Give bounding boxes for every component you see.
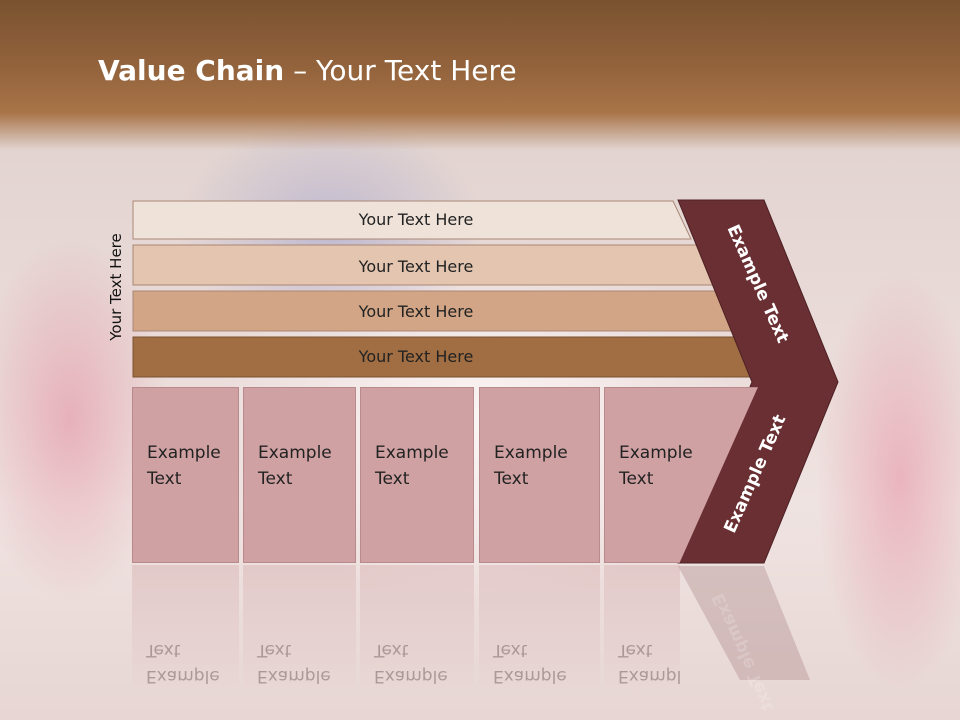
slide-title[interactable]: Value Chain – Your Text Here: [98, 54, 517, 87]
activity-cell-4[interactable]: Example Text: [479, 387, 600, 563]
chevron-reflection: [678, 566, 810, 680]
bar-1[interactable]: [132, 200, 692, 240]
activity-cell-3[interactable]: Example Text: [360, 387, 474, 563]
bar-4-label: Your Text Here: [358, 347, 474, 366]
cell-5-line1: Example: [619, 443, 693, 463]
cell-1-line2: Text: [147, 469, 182, 489]
title-bar: [0, 0, 960, 150]
cell-2-line1: Example: [258, 443, 332, 463]
cell-2-line2: Text: [258, 469, 293, 489]
activity-cell-1[interactable]: Example Text: [132, 387, 239, 563]
cell-5-line2: Text: [619, 469, 654, 489]
bar-2-label: Your Text Here: [358, 257, 474, 276]
cell-3-line2: Text: [375, 469, 410, 489]
bar-3-label: Your Text Here: [358, 302, 474, 321]
title-bold: Value Chain: [98, 54, 285, 87]
cell-1-line1: Example: [147, 443, 221, 463]
title-rest: – Your Text Here: [284, 54, 517, 87]
cell-4-line2: Text: [494, 469, 529, 489]
cell-3-line1: Example: [375, 443, 449, 463]
cell-4-line1: Example: [494, 443, 568, 463]
bar-1-label: Your Text Here: [358, 210, 474, 229]
activity-cell-2[interactable]: Example Text: [243, 387, 356, 563]
